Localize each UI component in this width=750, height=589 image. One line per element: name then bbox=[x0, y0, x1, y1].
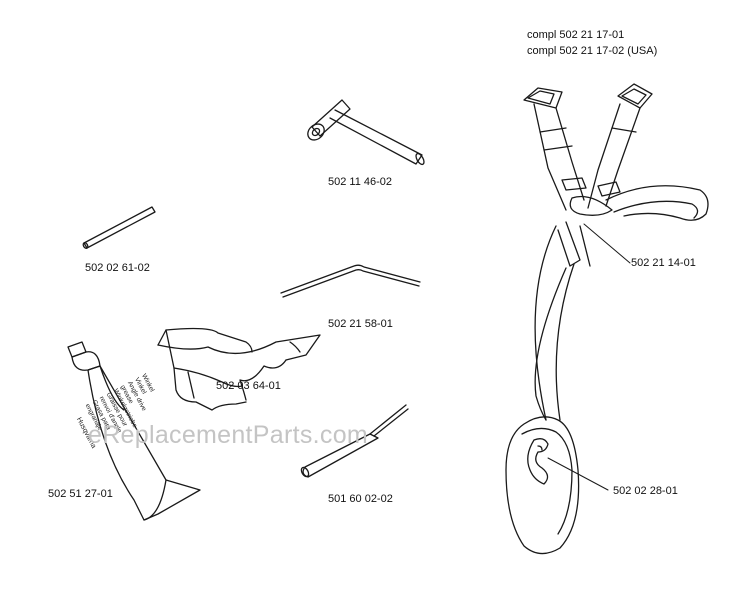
hip-pad-drawing bbox=[157, 327, 321, 411]
part-label-harness-hook: 502 21 14-01 bbox=[631, 257, 696, 269]
part-label-file: 501 60 02-02 bbox=[328, 493, 393, 505]
leader-line-pad bbox=[547, 457, 609, 491]
part-label-bent-wire: 502 21 58-01 bbox=[328, 318, 393, 330]
rod-drawing bbox=[82, 206, 156, 249]
grease-tube-drawing bbox=[67, 341, 201, 521]
assembly-label-line2: compl 502 21 17-02 (USA) bbox=[527, 45, 658, 57]
wrench-drawing bbox=[307, 99, 425, 166]
bent-wire-drawing bbox=[280, 264, 421, 298]
leader-line-hook bbox=[583, 223, 631, 264]
part-label-wrench: 502 11 46-02 bbox=[328, 176, 393, 188]
watermark: eReplacementParts.com bbox=[88, 421, 369, 449]
part-label-harness-pad: 502 02 28-01 bbox=[613, 485, 678, 497]
harness-drawing bbox=[505, 83, 709, 555]
part-label-hip-pad: 502 03 64-01 bbox=[216, 380, 281, 392]
file-drawing bbox=[300, 404, 409, 478]
part-label-grease-tube: 502 51 27-01 bbox=[48, 488, 113, 500]
assembly-label-line1: compl 502 21 17-01 bbox=[527, 29, 625, 41]
part-label-rod: 502 02 61-02 bbox=[85, 262, 150, 274]
